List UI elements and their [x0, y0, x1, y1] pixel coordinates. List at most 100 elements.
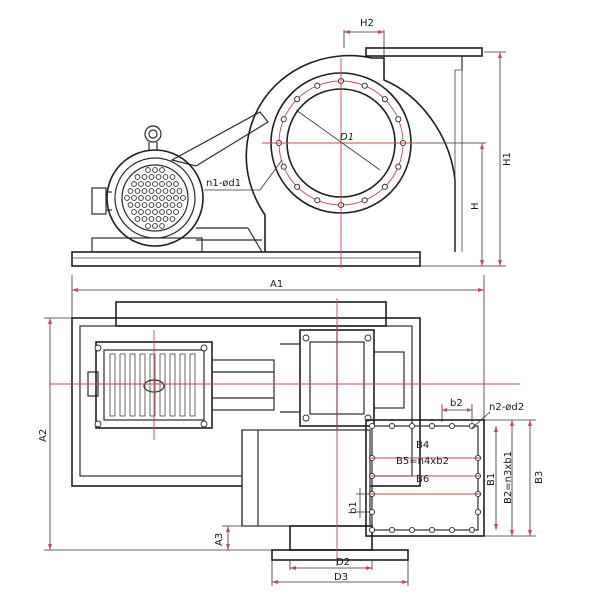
vent-hole: [152, 195, 158, 201]
label-D1: D1: [340, 132, 354, 143]
outlet-flange-face: [365, 419, 485, 537]
vent-hole: [176, 188, 183, 194]
outlet-flange: [365, 47, 483, 57]
vent-hole: [148, 188, 155, 194]
inlet-bolt-hole: [361, 82, 368, 89]
label-A1: A1: [270, 279, 283, 290]
vent-hole: [180, 195, 186, 201]
inlet-bolt-hole: [361, 197, 368, 204]
vent-hole: [169, 216, 176, 222]
outlet-bolt-hole: [448, 422, 456, 430]
outlet-bolt-hole: [448, 526, 456, 534]
label-D3: D3: [334, 572, 348, 583]
vent-hole: [134, 202, 141, 208]
vent-hole: [159, 195, 165, 201]
vent-hole: [141, 202, 148, 208]
vent-hole: [173, 209, 179, 215]
motor-vent-holes: [124, 167, 186, 229]
label-b1: b1: [348, 501, 359, 514]
vent-hole: [141, 216, 148, 222]
vent-hole: [152, 181, 158, 187]
cooling-fin: [149, 353, 156, 417]
outlet-bolt-hole: [408, 526, 416, 534]
label-D2: D2: [336, 557, 350, 568]
vent-hole: [162, 188, 169, 194]
vent-hole: [148, 216, 155, 222]
vent-hole: [138, 195, 144, 201]
vent-hole: [131, 195, 137, 201]
vent-hole: [155, 216, 162, 222]
vent-hole: [148, 174, 155, 180]
label-B6: B6: [416, 474, 429, 485]
cooling-fin: [189, 353, 196, 417]
vent-hole: [166, 181, 172, 187]
inlet-bolt-hole: [395, 116, 402, 123]
outlet-bolt-hole: [428, 422, 436, 430]
vent-hole: [134, 174, 141, 180]
cooling-fin: [159, 353, 166, 417]
vent-hole: [134, 216, 141, 222]
inlet-flange-plan: [271, 549, 409, 561]
label-B1: B1: [486, 473, 497, 486]
cooling-fin: [109, 353, 116, 417]
inlet-bolt-hole: [381, 183, 388, 190]
inlet-bolt-hole: [314, 82, 321, 89]
label-B2: B2=n3xb1: [503, 451, 514, 504]
inlet-bolt-hole: [280, 116, 287, 123]
plan-view: [44, 275, 536, 586]
vent-hole: [141, 188, 148, 194]
outlet-bolt-hole: [388, 422, 396, 430]
vent-hole: [138, 209, 144, 215]
vent-hole: [173, 181, 179, 187]
vent-hole: [159, 223, 165, 229]
elevation-base-plate: [71, 251, 421, 267]
vent-hole: [155, 202, 162, 208]
inlet-bolt-hole: [294, 96, 301, 103]
lifting-eye: [144, 125, 162, 143]
cooling-fin: [169, 353, 176, 417]
label-B4: B4: [416, 440, 429, 451]
vent-hole: [145, 209, 151, 215]
vent-hole: [131, 209, 137, 215]
vent-hole: [176, 202, 183, 208]
vent-hole: [169, 174, 176, 180]
vent-hole: [173, 195, 179, 201]
vent-hole: [145, 223, 151, 229]
outlet-bolt-hole: [368, 422, 376, 430]
vent-hole: [152, 167, 158, 173]
coupling-shaft: [211, 359, 275, 411]
vent-hole: [169, 188, 176, 194]
vent-hole: [166, 209, 172, 215]
vent-hole: [162, 216, 169, 222]
vent-hole: [162, 174, 169, 180]
motor-body: [106, 149, 204, 247]
vent-hole: [166, 195, 172, 201]
vent-hole: [155, 188, 162, 194]
label-A3: A3: [214, 533, 225, 546]
label-H2: H2: [360, 18, 374, 29]
vent-hole: [124, 195, 130, 201]
outlet-bolt-hole: [368, 526, 376, 534]
motor-foot: [91, 237, 203, 253]
inlet-bolt-hole: [314, 197, 321, 204]
outlet-bolt-hole: [388, 526, 396, 534]
label-B5: B5=n4xb2: [396, 456, 449, 467]
vent-hole: [169, 202, 176, 208]
bearing-support-bar: [115, 301, 387, 327]
vent-hole: [127, 188, 134, 194]
outlet-bolt-hole: [408, 422, 416, 430]
vent-hole: [155, 174, 162, 180]
vent-hole: [148, 202, 155, 208]
label-A2: A2: [38, 429, 49, 442]
outlet-bolt-hole: [428, 526, 436, 534]
cooling-fin: [139, 353, 146, 417]
outlet-bolt-hole: [368, 508, 376, 516]
elevation-view: [71, 30, 506, 268]
vent-hole: [131, 181, 137, 187]
inlet-bolt-hole: [280, 163, 287, 170]
vent-hole: [145, 195, 151, 201]
vent-hole: [138, 181, 144, 187]
outlet-bolt-hole: [468, 526, 476, 534]
vent-hole: [145, 167, 151, 173]
